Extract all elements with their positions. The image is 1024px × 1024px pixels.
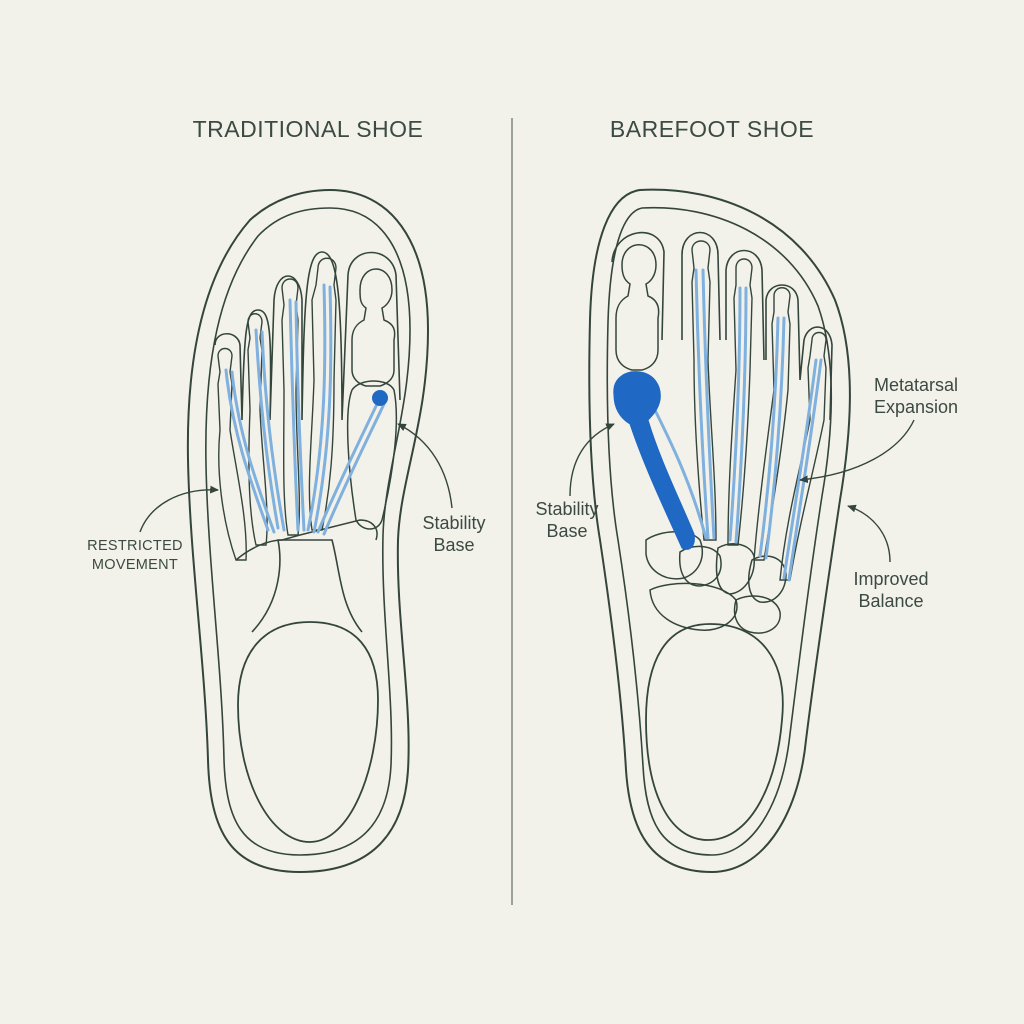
improved-balance-arrow bbox=[847, 504, 891, 563]
traditional-stability-arrow bbox=[397, 423, 453, 509]
traditional-tendons bbox=[224, 283, 386, 536]
metatarsal-expansion-label: Metatarsal Expansion bbox=[858, 374, 974, 418]
traditional-heel-pad bbox=[237, 621, 379, 843]
traditional-midfoot bbox=[251, 539, 363, 633]
barefoot-heel-pad bbox=[645, 623, 784, 841]
barefoot-tarsal-bones bbox=[645, 531, 787, 634]
traditional-big-toe bbox=[346, 268, 398, 530]
traditional-stability-label: Stability Base bbox=[410, 512, 498, 556]
traditional-stability-point bbox=[372, 390, 388, 406]
traditional-shoe-title: TRADITIONAL SHOE bbox=[192, 116, 424, 142]
improved-balance-label: Improved Balance bbox=[840, 568, 942, 612]
barefoot-shoe-title: BAREFOOT SHOE bbox=[609, 116, 815, 142]
traditional-sole-outline bbox=[186, 188, 430, 874]
traditional-toe-box bbox=[214, 251, 401, 421]
barefoot-stability-highlight bbox=[613, 371, 695, 550]
barefoot-big-toe bbox=[615, 244, 660, 371]
restricted-movement-line2: MOVEMENT bbox=[91, 557, 179, 573]
barefoot-tendons bbox=[648, 268, 823, 582]
improved-balance-line1: Improved bbox=[853, 569, 929, 589]
restricted-movement-label: RESTRICTED MOVEMENT bbox=[72, 537, 198, 575]
traditional-inner-rim bbox=[205, 207, 411, 856]
restricted-movement-line1: RESTRICTED bbox=[87, 538, 183, 554]
metatarsal-expansion-arrow bbox=[799, 419, 915, 484]
metatarsal-expansion-line1: Metatarsal bbox=[873, 375, 959, 395]
improved-balance-line2: Balance bbox=[858, 591, 924, 611]
barefoot-stability-label: Stability Base bbox=[522, 498, 612, 542]
barefoot-toe-box bbox=[611, 231, 833, 421]
metatarsal-expansion-line2: Expansion bbox=[873, 397, 959, 417]
traditional-stability-line2: Base bbox=[433, 535, 475, 555]
barefoot-stability-line1: Stability bbox=[535, 499, 599, 519]
barefoot-shoe-illustration bbox=[588, 188, 851, 874]
restricted-movement-arrow bbox=[139, 485, 219, 533]
traditional-stability-line1: Stability bbox=[422, 513, 486, 533]
barefoot-sole-outline bbox=[588, 188, 851, 874]
barefoot-stability-arrow bbox=[569, 423, 615, 497]
barefoot-stability-line2: Base bbox=[546, 521, 588, 541]
